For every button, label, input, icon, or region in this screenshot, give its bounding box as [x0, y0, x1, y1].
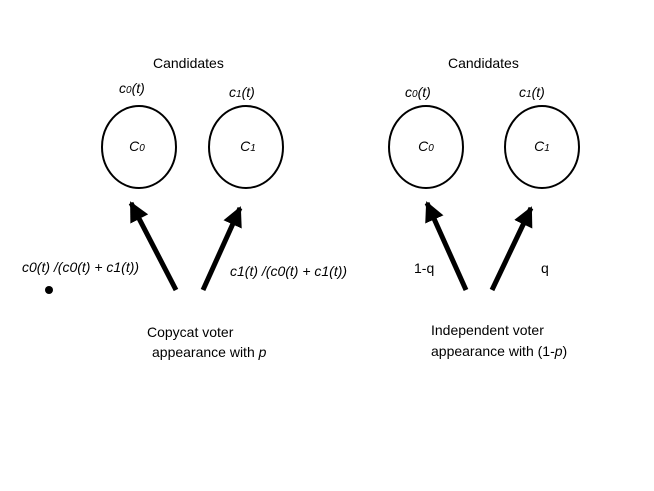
- candidate-rate-c0-right: c0(t): [405, 84, 431, 100]
- candidates-header-left: Candidates: [153, 55, 224, 71]
- candidate-node-c1-right: [504, 105, 580, 189]
- arrow-independent-to-c0: [424, 201, 469, 292]
- transition-prob-c0-right: 1-q: [414, 260, 435, 276]
- node-label-c1-left: C1: [240, 138, 256, 154]
- arrow-copycat-to-c1: [200, 206, 243, 292]
- arrow-copycat-to-c0: [128, 201, 179, 292]
- voter-appearance-independent: appearance with (1-p): [431, 343, 568, 359]
- transition-prob-c0-left: c0(t) /(c0(t) + c1(t)): [22, 259, 140, 275]
- candidates-header-right: Candidates: [448, 55, 519, 71]
- candidate-node-c1-left: [208, 105, 284, 189]
- candidate-rate-c0-left: c0(t): [119, 80, 145, 96]
- node-label-c1-right: C1: [534, 138, 550, 154]
- candidate-rate-c1-right: c1(t): [519, 84, 545, 100]
- voter-type-copycat: Copycat voter: [147, 324, 234, 340]
- voter-type-independent: Independent voter: [431, 322, 544, 338]
- node-label-c0-left: C0: [129, 138, 145, 154]
- voter-appearance-copycat: appearance with p: [152, 344, 267, 360]
- candidate-node-c0-left: [101, 105, 177, 189]
- candidate-node-c0-right: [388, 105, 464, 189]
- arrow-independent-to-c1: [489, 206, 534, 292]
- node-label-c0-right: C0: [418, 138, 434, 154]
- transition-prob-c1-right: q: [541, 260, 549, 276]
- candidate-rate-c1-left: c1(t): [229, 84, 255, 100]
- transition-prob-c1-left: c1(t) /(c0(t) + c1(t)): [230, 263, 348, 279]
- dot-marker: [45, 286, 53, 294]
